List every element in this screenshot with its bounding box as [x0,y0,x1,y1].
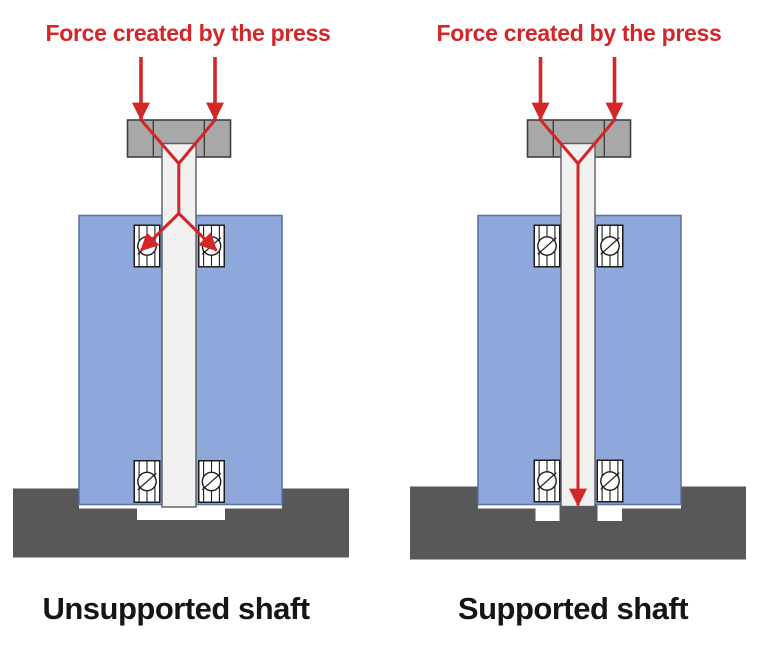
diagram-caption: Unsupported shaft [42,591,309,626]
relief-notch-left [535,504,560,521]
force-label: Force created by the press [437,20,722,46]
lower-right-bearing [596,459,624,503]
supported-shaft-diagram: Force created by the press Supported sha… [410,20,746,626]
lower-left-bearing [133,460,161,503]
lower-left-bearing [533,459,561,503]
relief-notch-right [597,504,622,521]
force-label: Force created by the press [46,20,331,46]
open-notch-under-shaft [137,504,225,520]
diagram-caption: Supported shaft [458,591,688,626]
shaft [161,142,197,508]
upper-right-bearing [596,224,624,268]
force-split-right-arrow [177,212,218,252]
support-pedestal [559,504,598,522]
lower-right-bearing [198,460,225,503]
upper-left-bearing [533,224,561,268]
force-split-left-arrow [139,212,180,252]
unsupported-shaft-diagram: Force created by the press Unsupported s… [13,20,349,626]
